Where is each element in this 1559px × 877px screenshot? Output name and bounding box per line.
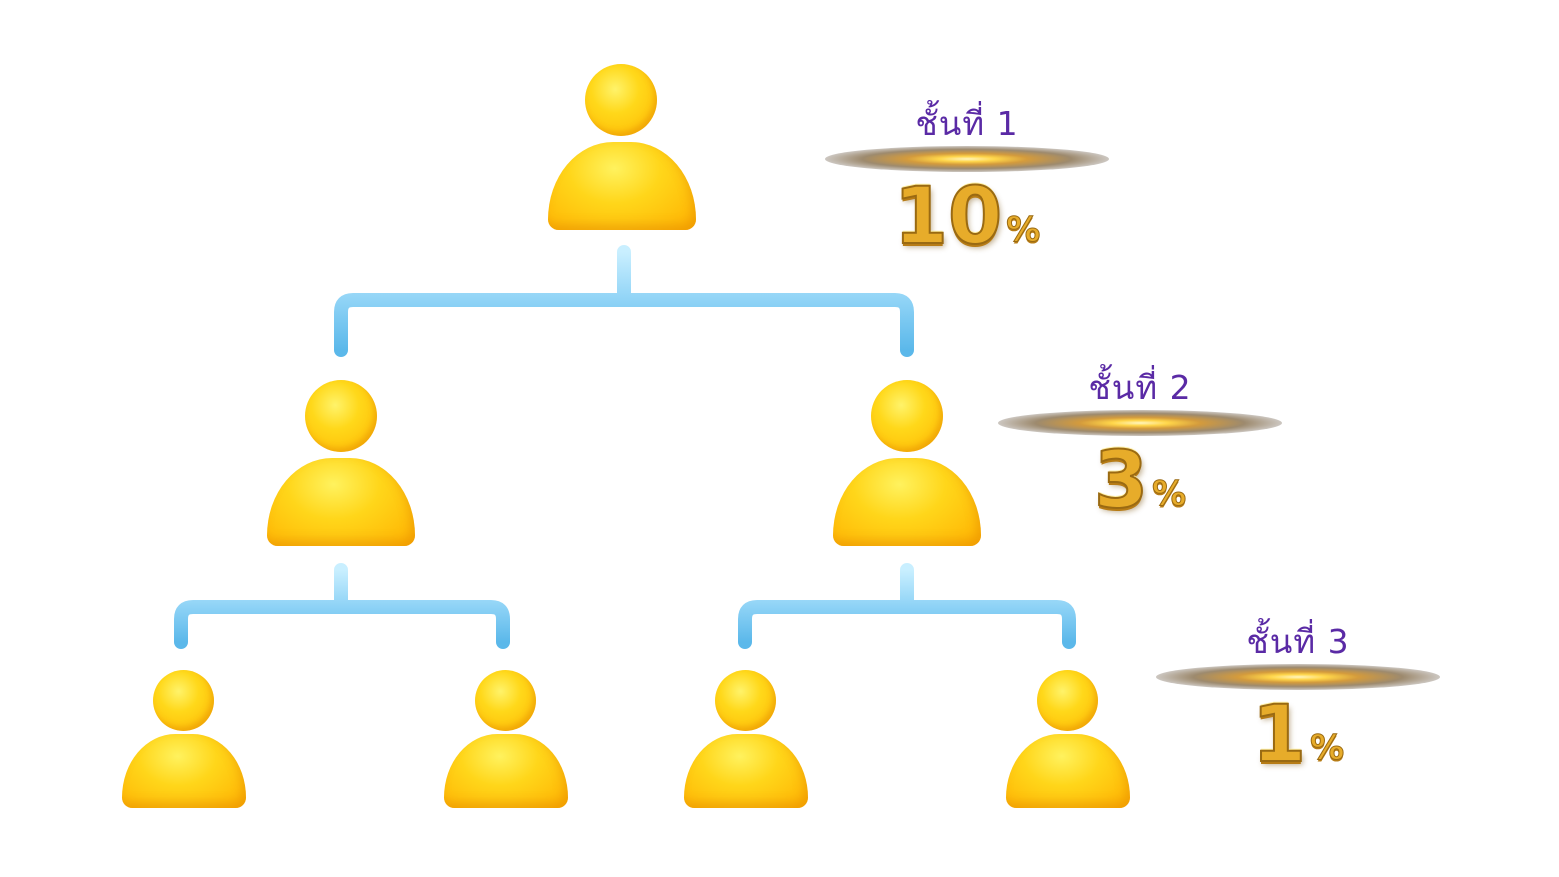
connector-level-2-left (174, 563, 510, 649)
person-icon-level-3-3 (684, 670, 808, 808)
level-2-badge: ชั้นที่ 2 3 % (998, 366, 1282, 526)
level-1-percent-value: 10 (893, 172, 1004, 262)
person-icon-level-2-left (267, 380, 415, 546)
person-icon-level-2-right (833, 380, 981, 546)
connector-level-2-right (738, 563, 1076, 649)
level-3-badge: ชั้นที่ 3 1 % (1156, 620, 1440, 780)
level-1-percent-sign: % (1006, 210, 1041, 251)
connector-level-1 (334, 245, 914, 357)
person-icon-level-3-1 (122, 670, 246, 808)
level-3-percent-value: 1 (1251, 690, 1307, 780)
level-2-label: ชั้นที่ 2 (1088, 368, 1192, 407)
person-icon-level-3-4 (1006, 670, 1130, 808)
level-1-label: ชั้นที่ 1 (915, 104, 1019, 143)
level-1-divider (825, 146, 1109, 172)
person-icon-level-3-2 (444, 670, 568, 808)
level-2-percent-value: 3 (1093, 436, 1149, 526)
level-3-percent-sign: % (1310, 728, 1345, 769)
level-2-percent-sign: % (1152, 474, 1187, 515)
level-3-divider (1156, 664, 1440, 690)
level-1-badge: ชั้นที่ 1 10 % (825, 102, 1109, 262)
level-2-divider (998, 410, 1282, 436)
person-icon-level-1 (548, 64, 696, 230)
level-3-label: ชั้นที่ 3 (1246, 622, 1350, 661)
